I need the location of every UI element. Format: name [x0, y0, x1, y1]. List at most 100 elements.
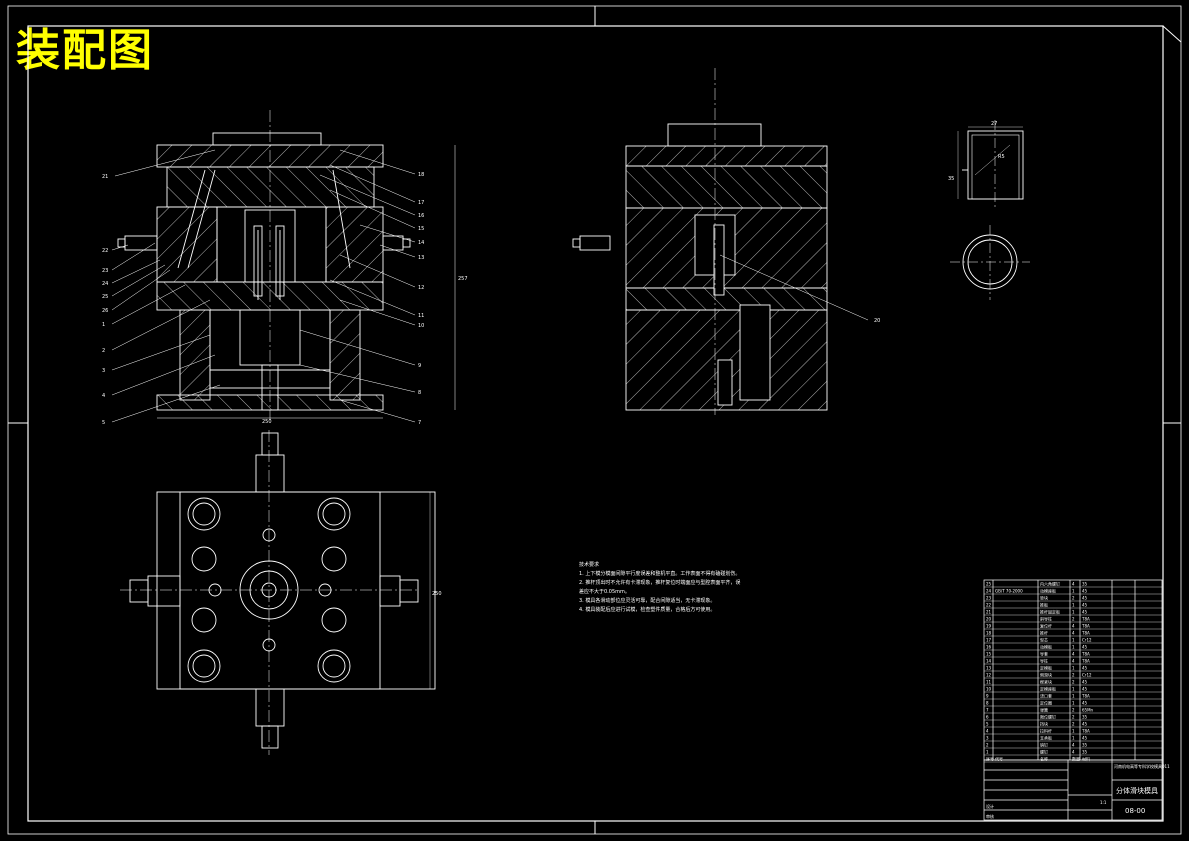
- bom-cell-mat: 材料: [1082, 756, 1090, 762]
- tech-line: 2. 推杆顶出时不允许有卡滞现象，推杆复位时端面应与型腔表面平齐，误: [579, 580, 741, 586]
- bom-cell-qty: 1: [1072, 701, 1075, 706]
- callout-label: 9: [418, 363, 421, 369]
- bom-cell-mat: 45: [1082, 736, 1088, 741]
- bom-cell-no: 21: [986, 610, 992, 615]
- bom-cell-name: 挡块: [1040, 721, 1048, 727]
- bom-cell-no: 5: [986, 722, 989, 727]
- bom-cell-mat: 45: [1082, 680, 1088, 685]
- dim-front-width: 250: [262, 419, 272, 425]
- bom-cell-mat: T8A: [1081, 659, 1090, 664]
- bom-cell-name: 导柱: [1040, 658, 1048, 664]
- technical-requirements: 技术要求 1. 上下模分模面间隙平行度误差和整机平直。工作表面不得有磕碰划伤。 …: [579, 561, 799, 615]
- bom-cell-mat: 45: [1082, 722, 1088, 727]
- bom-cell-mat: 35: [1082, 750, 1088, 755]
- bom-cell-name: 复位杆: [1040, 623, 1052, 629]
- bom-cell-qty: 2: [1072, 617, 1075, 622]
- bom-cell-name: 定位圈: [1040, 700, 1052, 706]
- bom-cell-no: 1: [986, 750, 989, 755]
- callouts-left: 21 22 23 24 25 26 1 2 3 4 5: [102, 174, 108, 426]
- dim-part-radius: R5: [998, 154, 1005, 160]
- bom-cell-no: 25: [986, 582, 992, 587]
- bom-cell-no: 10: [986, 687, 992, 692]
- bom-cell-mat: T8A: [1081, 729, 1090, 734]
- callout-label: 2: [102, 348, 105, 354]
- bom-cell-name: 销钉: [1040, 742, 1048, 748]
- bom-cell-name: 支承板: [1040, 735, 1052, 741]
- callout-label: 4: [102, 393, 105, 399]
- bom-cell-qty: 1: [1072, 610, 1075, 615]
- bom-cell-qty: 数量: [1072, 756, 1080, 762]
- side-section-view: [572, 68, 869, 415]
- bom-cell-qty: 1: [1072, 645, 1075, 650]
- callout-label: 14: [418, 240, 424, 246]
- dim-plan-side: 250: [432, 591, 442, 597]
- bom-cell-qty: 4: [1072, 659, 1075, 664]
- bom-cell-name: 螺钉: [1040, 749, 1048, 755]
- bom-cell-no: 12: [986, 673, 992, 678]
- bom-cell-name: 侧滑块: [1040, 672, 1052, 678]
- bom-cell-qty: 1: [1072, 666, 1075, 671]
- bom-cell-qty: 1: [1072, 687, 1075, 692]
- bom-cell-qty: 2: [1072, 680, 1075, 685]
- tech-line: 4. 模具装配后应进行试模，检查塑件质量，合格后方可使用。: [579, 607, 716, 613]
- bom-cell-qty: 1: [1072, 589, 1075, 594]
- bom-cell-name: 浇口套: [1040, 693, 1052, 699]
- bom-cell-no: 3: [986, 736, 989, 741]
- bom-cell-name: 推板: [1040, 602, 1048, 608]
- bom-cell-name: 拉料杆: [1040, 728, 1052, 734]
- bom-cell-no: 19: [986, 624, 992, 629]
- bom-cell-mat: 65Mn: [1082, 708, 1094, 713]
- bom-cell-name: 动模板: [1040, 644, 1052, 650]
- bom-cell-qty: 4: [1072, 631, 1075, 636]
- callout-label: 17: [418, 200, 424, 206]
- bom-cell-name: 斜导柱: [1040, 616, 1052, 622]
- bom-cell-mat: 45: [1082, 589, 1088, 594]
- callouts-right: 18 17 16 15 14 13 12 11 10 9 8 7: [418, 172, 424, 426]
- bom-cell-name: 动模座板: [1040, 588, 1056, 594]
- callout-label: 8: [418, 390, 421, 396]
- bom-cell-name: 导套: [1040, 651, 1048, 657]
- bom-cell-mat: T8A: [1081, 652, 1090, 657]
- bom-cell-mat: 45: [1082, 666, 1088, 671]
- bom-cell-no: 17: [986, 638, 992, 643]
- bom-cell-no: 15: [986, 652, 992, 657]
- bom-cell-qty: 4: [1072, 743, 1075, 748]
- plan-view: [120, 430, 436, 755]
- border-frame: [7, 5, 1182, 835]
- callout-label: 24: [102, 281, 108, 287]
- bom-cell-qty: 4: [1072, 750, 1075, 755]
- bom-cell-name: 定模座板: [1040, 686, 1056, 692]
- bom-cell-qty: 2: [1072, 596, 1075, 601]
- bom-cell-no: 18: [986, 631, 992, 636]
- bom-cell-mat: T8A: [1081, 624, 1090, 629]
- title-block-drawing-no: 08-00: [1125, 807, 1145, 815]
- bom-cell-no: 2: [986, 743, 989, 748]
- bom-cell-mat: T8A: [1081, 617, 1090, 622]
- callout-label: 16: [418, 213, 424, 219]
- bom-cell-no: 20: [986, 617, 992, 622]
- tech-line: 差应不大于0.05mm。: [579, 589, 630, 595]
- bom-cell-name: 限位螺钉: [1040, 714, 1056, 720]
- bom-cell-no: 24: [986, 589, 992, 594]
- bom-cell-qty: 1: [1072, 694, 1075, 699]
- bom-cell-qty: 1: [1072, 638, 1075, 643]
- bom-cell-mat: T8A: [1081, 631, 1090, 636]
- bom-cell-mat: 45: [1082, 645, 1088, 650]
- bom-cell-qty: 4: [1072, 582, 1075, 587]
- bom-cell-no: 4: [986, 729, 989, 734]
- bom-cell-no: 13: [986, 666, 992, 671]
- bom-cell-mat: Cr12: [1082, 673, 1092, 678]
- dim-part-width: 27: [991, 121, 997, 127]
- bom-cell-qty: 1: [1072, 603, 1075, 608]
- bom-cell-name: 推杆固定板: [1040, 609, 1060, 615]
- callout-label: 25: [102, 294, 108, 300]
- dim-part-height: 35: [948, 176, 954, 182]
- title-block-check-label: 审核: [986, 813, 994, 819]
- bom-cell-mat: T8A: [1081, 694, 1090, 699]
- bom-cell-name: 楔紧块: [1040, 679, 1052, 685]
- bom-cell-mat: 45: [1082, 603, 1088, 608]
- bom-cell-mat: 45: [1082, 687, 1088, 692]
- bom-cell-qty: 4: [1072, 624, 1075, 629]
- callout-label: 26: [102, 308, 108, 314]
